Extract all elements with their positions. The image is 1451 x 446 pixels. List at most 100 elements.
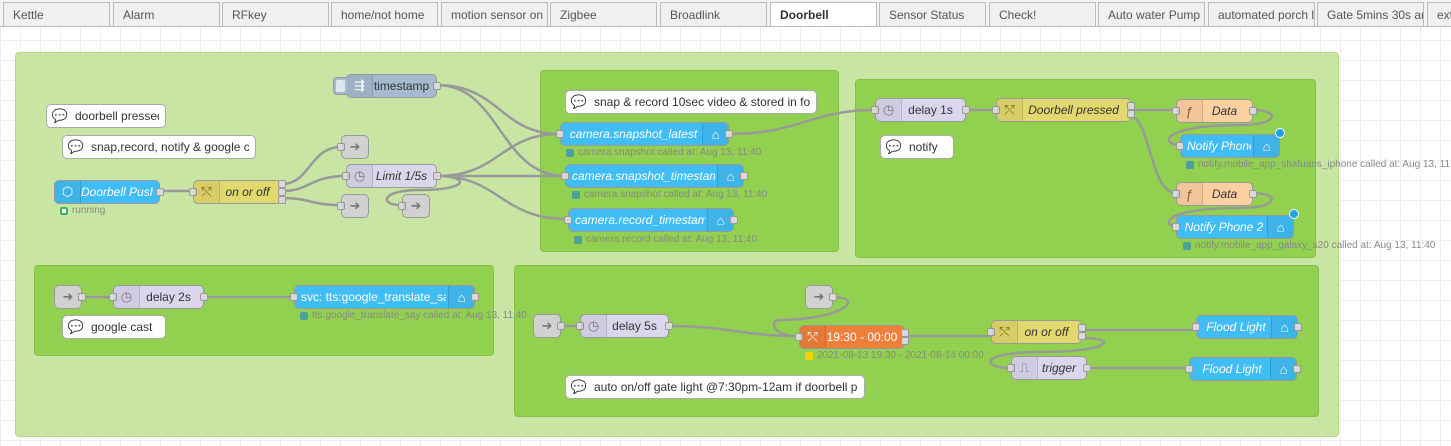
output-port[interactable] — [156, 188, 164, 196]
tab-check[interactable]: Check! — [989, 2, 1096, 26]
output-port-1[interactable] — [278, 180, 286, 188]
output-port[interactable] — [433, 172, 441, 180]
tab-ext[interactable]: ext — [1427, 2, 1451, 26]
camera-snapshot-timestamp-node[interactable]: camera.snapshot_timestamp ⌂ — [561, 164, 748, 188]
output-port[interactable] — [1083, 364, 1091, 372]
link-out-node[interactable]: ➜ — [337, 135, 369, 159]
output-port[interactable] — [78, 293, 86, 301]
input-port[interactable] — [290, 293, 298, 301]
limit-delay-node[interactable]: ◷ Limit 1/5s — [342, 164, 441, 188]
input-port[interactable] — [795, 333, 803, 341]
tab-auto-water-pump[interactable]: Auto water Pump on — [1098, 2, 1205, 26]
input-port[interactable] — [992, 106, 1000, 114]
output-port[interactable] — [1294, 323, 1302, 331]
tab-automated-porch-light[interactable]: automated porch light — [1208, 2, 1315, 26]
input-port[interactable] — [1176, 142, 1184, 150]
output-port-2[interactable] — [901, 337, 909, 345]
output-port[interactable] — [829, 293, 837, 301]
tab-sensor-status[interactable]: Sensor Status — [879, 2, 986, 26]
comment-google-cast[interactable]: 💬 google cast — [62, 315, 166, 339]
input-port[interactable] — [1172, 107, 1180, 115]
link-in-node[interactable]: ➜ — [533, 314, 565, 338]
delay-5s-node[interactable]: ◷ delay 5s — [576, 314, 673, 338]
flood-light-node-2[interactable]: Flood Light ⌂ — [1185, 357, 1301, 381]
inject-trigger-button[interactable] — [333, 77, 347, 95]
tab-zigbee[interactable]: Zigbee — [550, 2, 657, 26]
trigger-node[interactable]: ⎍ trigger — [1007, 356, 1091, 380]
on-or-off-switch-node-2[interactable]: ⤲ on or off — [987, 320, 1086, 344]
input-port[interactable] — [342, 172, 350, 180]
input-port[interactable] — [337, 143, 345, 151]
output-port[interactable] — [665, 322, 673, 330]
output-port-1[interactable] — [1078, 324, 1086, 332]
home-assistant-icon: ⌂ — [717, 165, 743, 187]
output-port[interactable] — [740, 172, 748, 180]
timestamp-inject-node[interactable]: ⇶ timestamp — [333, 74, 441, 98]
input-port[interactable] — [564, 216, 572, 224]
doorbell-pressed-switch-node[interactable]: ⤲ Doorbell pressed — [992, 98, 1135, 122]
data-function-node-2[interactable]: ƒ Data — [1172, 182, 1257, 206]
input-port[interactable] — [1172, 223, 1180, 231]
comment-notify[interactable]: 💬 notify — [880, 135, 954, 159]
output-port[interactable] — [1293, 365, 1301, 373]
tab-broadlink[interactable]: Broadlink — [660, 2, 767, 26]
output-port[interactable] — [1249, 190, 1257, 198]
tab-kettle[interactable]: Kettle — [3, 2, 110, 26]
output-port-2[interactable] — [1078, 332, 1086, 340]
notify-phone-2-node[interactable]: Notify Phone 2 ⌂ — [1172, 209, 1299, 239]
comment-doorbell-pressed[interactable]: 💬 doorbell pressed — [46, 104, 166, 128]
tab-doorbell[interactable]: Doorbell — [770, 2, 877, 26]
tab-home-not-home[interactable]: home/not home — [331, 2, 438, 26]
comment-snap-notify[interactable]: 💬 snap,record, notify & google cast — [62, 135, 256, 159]
delay-1s-node[interactable]: ◷ delay 1s — [871, 98, 970, 122]
output-port[interactable] — [1249, 107, 1257, 115]
camera-snapshot-latest-node[interactable]: camera.snapshot_latest ⌂ — [556, 122, 733, 146]
output-port[interactable] — [557, 322, 565, 330]
output-port-1[interactable] — [1127, 102, 1135, 110]
input-port[interactable] — [576, 322, 584, 330]
delay-2s-node[interactable]: ◷ delay 2s — [109, 285, 208, 309]
output-port[interactable] — [433, 82, 441, 90]
input-port[interactable] — [561, 172, 569, 180]
input-port[interactable] — [1172, 190, 1180, 198]
flood-light-node-1[interactable]: Flood Light ⌂ — [1192, 315, 1302, 339]
output-port-2[interactable] — [278, 188, 286, 196]
tab-gate-5mins[interactable]: Gate 5mins 30s auto — [1317, 2, 1424, 26]
svc-tts-node[interactable]: svc: tts:google_translate_say ⌂ — [290, 285, 479, 309]
notify-phone-node[interactable]: Notify Phone ⌂ — [1176, 128, 1285, 158]
on-or-off-switch-node[interactable]: ⤲ on or off — [189, 180, 286, 204]
time-range-switch-node[interactable]: ⤲ 19:30 - 00:00 — [795, 325, 909, 349]
output-port-3[interactable] — [278, 196, 286, 204]
input-port[interactable] — [1185, 365, 1193, 373]
tab-rfkey[interactable]: RFkey — [222, 2, 329, 26]
input-port[interactable] — [1192, 323, 1200, 331]
link-in-node[interactable]: ➜ — [54, 285, 86, 309]
comment-snap-record[interactable]: 💬 snap & record 10sec video & stored in … — [565, 90, 817, 114]
input-port[interactable] — [987, 328, 995, 336]
status-dot-icon — [805, 351, 813, 360]
input-port[interactable] — [109, 293, 117, 301]
input-port[interactable] — [398, 202, 406, 210]
data-function-node-1[interactable]: ƒ Data — [1172, 99, 1257, 123]
input-port[interactable] — [556, 130, 564, 138]
input-port[interactable] — [189, 188, 197, 196]
comment-auto-gate-light[interactable]: 💬 auto on/off gate light @7:30pm-12am if… — [565, 375, 865, 399]
input-port[interactable] — [871, 106, 879, 114]
link-out-node[interactable]: ➜ — [337, 194, 369, 218]
link-out-node[interactable]: ➜ — [398, 194, 430, 218]
tab-alarm[interactable]: Alarm — [113, 2, 220, 26]
doorbell-push-events-node[interactable]: ⬡ Doorbell Push — [54, 180, 164, 204]
tab-motion-sensor[interactable]: motion sensor on off — [441, 2, 548, 26]
group-google-cast — [34, 265, 494, 356]
output-port[interactable] — [725, 130, 733, 138]
input-port[interactable] — [337, 202, 345, 210]
input-port[interactable] — [1007, 364, 1015, 372]
output-port[interactable] — [962, 106, 970, 114]
output-port-1[interactable] — [901, 329, 909, 337]
output-port[interactable] — [200, 293, 208, 301]
output-port[interactable] — [471, 293, 479, 301]
output-port[interactable] — [730, 216, 738, 224]
link-in-node[interactable]: ➜ — [805, 285, 837, 309]
camera-record-timestamp-node[interactable]: camera.record_timestamp ⌂ — [564, 208, 738, 232]
output-port-2[interactable] — [1127, 110, 1135, 118]
